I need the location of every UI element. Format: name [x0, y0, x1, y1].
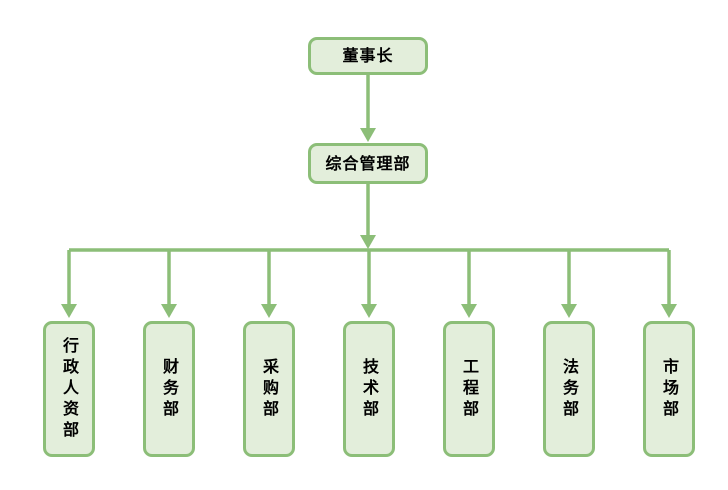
org-node-marketing: 市场部	[643, 321, 695, 457]
org-node-general-management-label: 综合管理部	[325, 153, 411, 173]
org-node-legal: 法务部	[543, 321, 595, 457]
org-node-procurement: 采购部	[243, 321, 295, 457]
org-node-technology: 技术部	[343, 321, 395, 457]
org-node-admin-hr: 行政人资部	[43, 321, 95, 457]
org-node-engineering: 工程部	[443, 321, 495, 457]
org-node-finance: 财务部	[143, 321, 195, 457]
org-node-chairman: 董事长	[308, 37, 428, 75]
org-node-chairman-label: 董事长	[342, 46, 394, 65]
org-node-general-management: 综合管理部	[308, 143, 428, 184]
